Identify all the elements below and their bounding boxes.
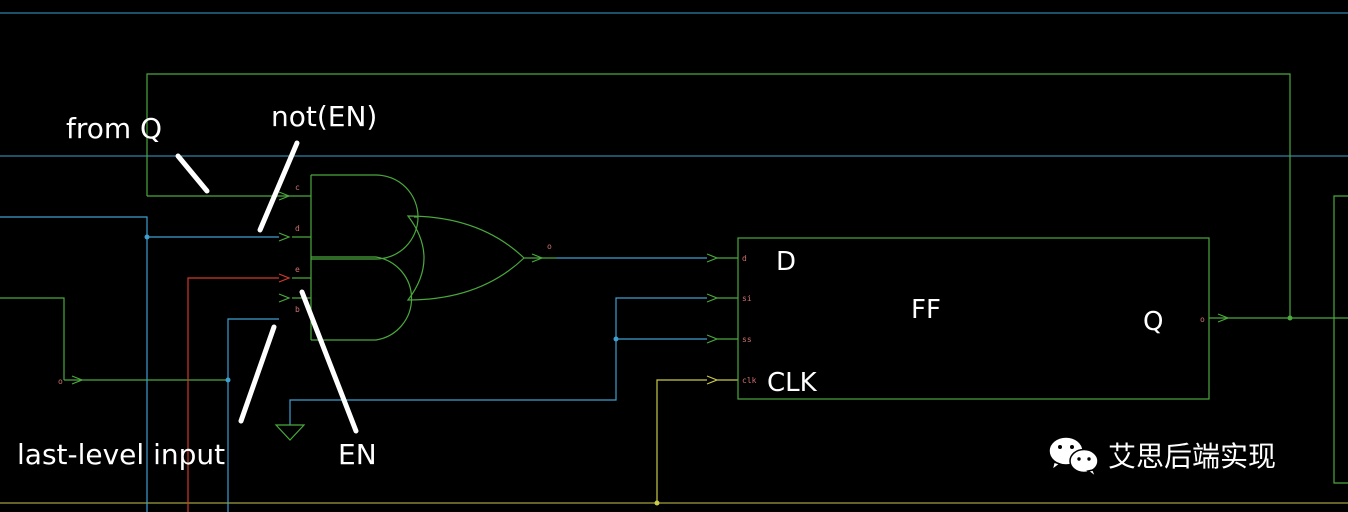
annotation-labels: from Q not(EN) last-level input EN (17, 100, 377, 471)
pin-label-d: d (295, 224, 300, 233)
en-pointer (299, 289, 359, 434)
ff-pin-label-o: o (1200, 315, 1205, 324)
and-gate-bottom (311, 256, 413, 341)
not-en-label: not(EN) (271, 100, 377, 133)
and-gate-top (311, 174, 419, 260)
e-pin-arrow (278, 273, 291, 283)
c-pin-arrow (278, 191, 291, 201)
bus-lines (0, 12, 1348, 504)
not-en-pointer (257, 140, 300, 233)
pin-label-o: o (547, 242, 552, 251)
b-pin-arrow (278, 293, 291, 303)
pin-label-left-o: o (58, 377, 63, 386)
junction-dots (144, 234, 1293, 506)
ff-clk-arrow (706, 375, 719, 385)
left-block-wire (0, 297, 65, 380)
yellow-wires (656, 375, 738, 503)
wechat-icon (1048, 436, 1099, 480)
annotation-strokes (175, 140, 359, 434)
ff-pin-label-ss: ss (742, 335, 752, 344)
pin-label-c: c (295, 183, 300, 192)
green-wires (0, 73, 1348, 484)
red-wires (187, 273, 291, 512)
flipflop-pin-labels: d si ss clk o (742, 254, 1205, 385)
last-level-input-label: last-level input (17, 438, 225, 471)
ff-name-label: FF (911, 295, 941, 325)
and-or-gate (310, 174, 525, 341)
e-input-wire (187, 277, 279, 512)
ff-pin-label-si: si (742, 294, 752, 303)
ff-output-arrow (1217, 313, 1230, 323)
en-label: EN (338, 438, 377, 471)
watermark: 艾思后端实现 (1048, 436, 1276, 480)
ff-clk-label: CLK (767, 368, 818, 398)
ff-si-arrow (706, 293, 719, 303)
right-block-outline (1333, 195, 1348, 484)
pin-label-e: e (295, 265, 300, 274)
gate-pin-labels: c d e b o o (58, 183, 552, 386)
ff-q-label: Q (1143, 307, 1163, 337)
ff-pin-label-d: d (742, 254, 747, 263)
watermark-text: 艾思后端实现 (1108, 440, 1276, 473)
flipflop-box (737, 237, 1210, 400)
flipflop-labels: D FF Q CLK (767, 247, 1163, 398)
b-input-wire (227, 318, 279, 512)
or-gate (406, 215, 525, 301)
pin-label-b: b (295, 305, 300, 314)
ff-d-arrow (706, 253, 719, 263)
d-pin-arrow (278, 232, 291, 242)
ff-d-label: D (776, 247, 796, 277)
ground-icon (274, 424, 306, 441)
ff-ss-arrow (706, 334, 719, 344)
last-level-input-pointer (238, 324, 277, 424)
from-q-label: from Q (66, 112, 162, 145)
blue-wires (0, 216, 707, 512)
gate-output-arrow (531, 253, 544, 263)
junction-dot (144, 234, 150, 240)
junction-dot (225, 377, 231, 383)
junction-dot (1287, 315, 1293, 321)
junction-dot (613, 336, 619, 342)
left-input-wire (0, 216, 148, 512)
junction-dot (654, 500, 660, 506)
ff-pin-label-clk: clk (742, 376, 757, 385)
en-input-wire (289, 297, 707, 425)
clock-wire (656, 379, 707, 503)
from-q-pointer (175, 153, 210, 194)
feedback-wire (146, 73, 1291, 318)
left-output-arrow (71, 375, 84, 385)
